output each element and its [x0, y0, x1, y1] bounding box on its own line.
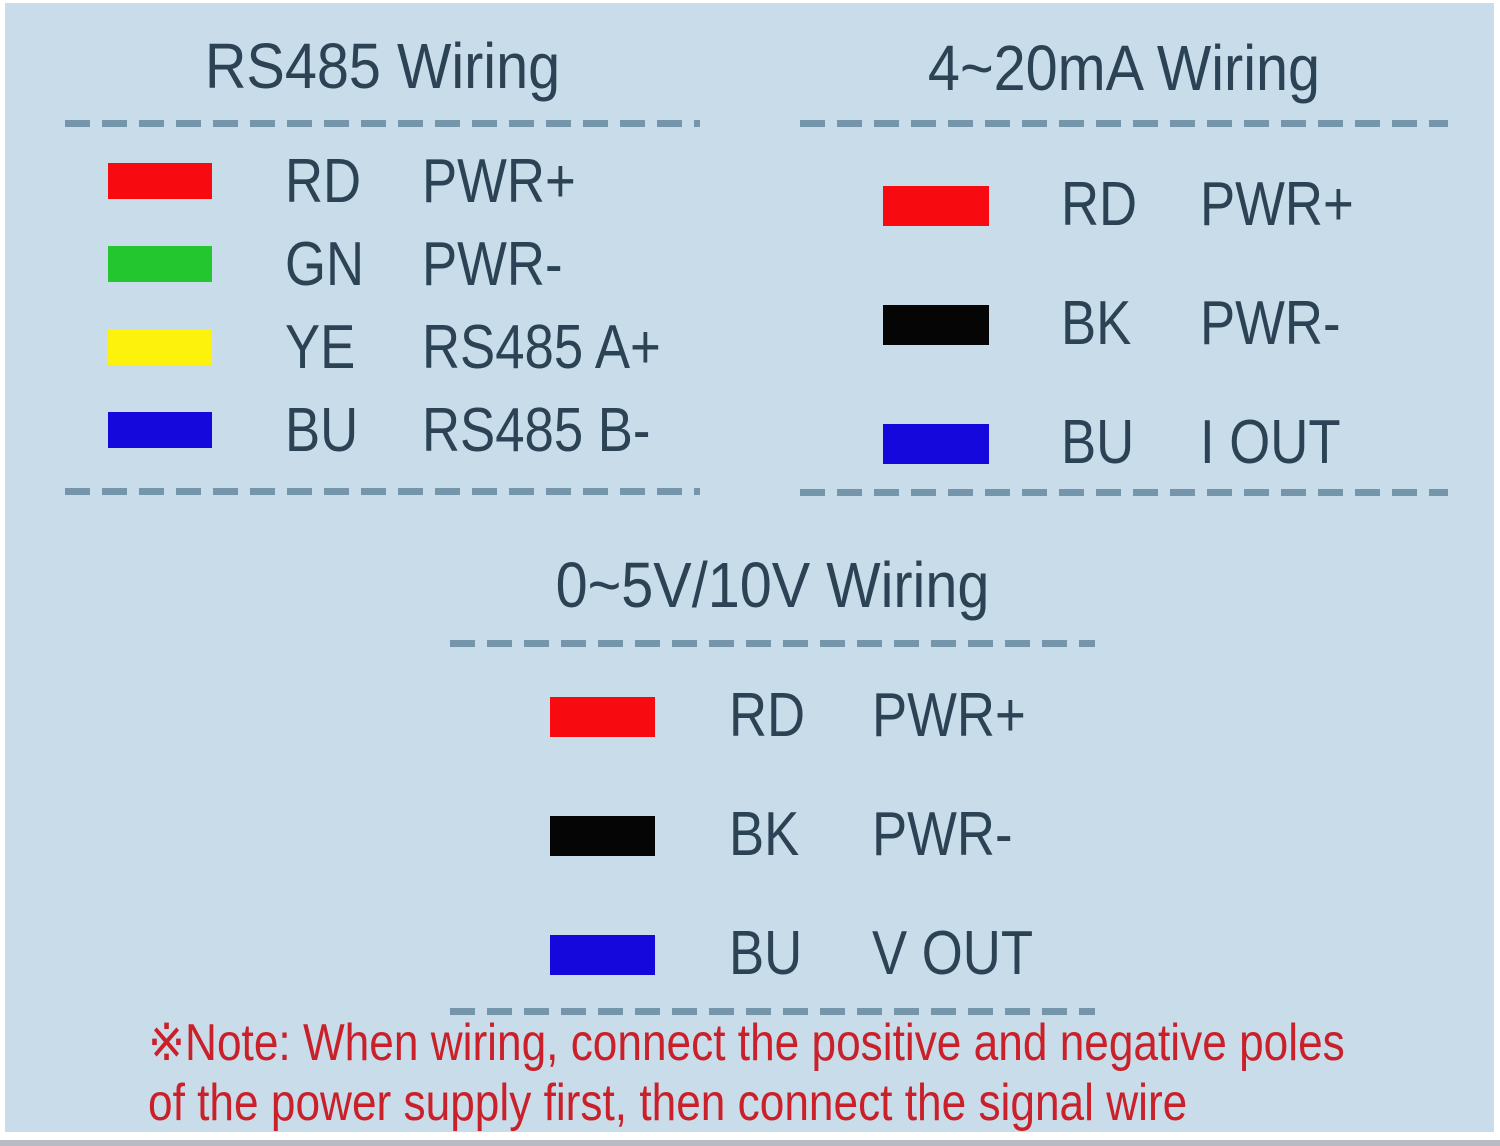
wire-swatch-yellow-icon [108, 329, 212, 365]
note-text-line2: of the power supply first, then connect … [148, 1074, 1188, 1132]
section-title-0-5v-10v: 0~5V/10V Wiring [555, 549, 990, 621]
diagram-background-panel [5, 3, 1494, 1132]
wire-swatch-blue-icon [883, 424, 989, 464]
wire-signal: PWR- [872, 800, 1013, 869]
note-text-line1: ※Note: When wiring, connect the positive… [148, 1014, 1345, 1072]
dashed-divider-bottom-rs485 [65, 488, 700, 495]
dashed-divider-top-0-5v-10v [450, 640, 1095, 647]
wire-swatch-blue-icon [550, 935, 655, 975]
dashed-divider-top-4-20ma [800, 120, 1448, 127]
wire-signal: PWR- [1200, 289, 1341, 358]
wire-abbr: RD [285, 147, 362, 216]
bottom-edge-strip [0, 1140, 1500, 1146]
dashed-divider-top-rs485 [65, 120, 700, 127]
wire-abbr: BK [1061, 289, 1132, 358]
section-title-4-20ma: 4~20mA Wiring [927, 32, 1321, 104]
wire-abbr: RD [729, 681, 806, 750]
wire-abbr: BK [729, 800, 800, 869]
wire-swatch-black-icon [550, 816, 655, 856]
wire-swatch-red-icon [550, 697, 655, 737]
wire-signal: I OUT [1200, 408, 1341, 477]
wire-abbr: RD [1061, 170, 1138, 239]
section-title-rs485: RS485 Wiring [204, 30, 561, 102]
wire-signal: PWR- [422, 230, 563, 299]
wire-signal: V OUT [872, 919, 1034, 988]
wire-signal: RS485 B- [422, 396, 651, 465]
wire-signal: RS485 A+ [422, 313, 661, 382]
wire-swatch-green-icon [108, 246, 212, 282]
wire-abbr: BU [729, 919, 803, 988]
wire-abbr: BU [1061, 408, 1135, 477]
wire-abbr: YE [285, 313, 356, 382]
dashed-divider-bottom-4-20ma [800, 489, 1448, 496]
wire-signal: PWR+ [872, 681, 1026, 750]
wire-abbr: BU [285, 396, 359, 465]
wire-swatch-red-icon [883, 186, 989, 226]
wire-swatch-red-icon [108, 163, 212, 199]
wire-swatch-black-icon [883, 305, 989, 345]
wire-abbr: GN [285, 230, 365, 299]
wire-signal: PWR+ [1200, 170, 1354, 239]
dashed-divider-bottom-0-5v-10v [450, 1008, 1095, 1015]
wire-swatch-blue-icon [108, 412, 212, 448]
wire-signal: PWR+ [422, 147, 576, 216]
